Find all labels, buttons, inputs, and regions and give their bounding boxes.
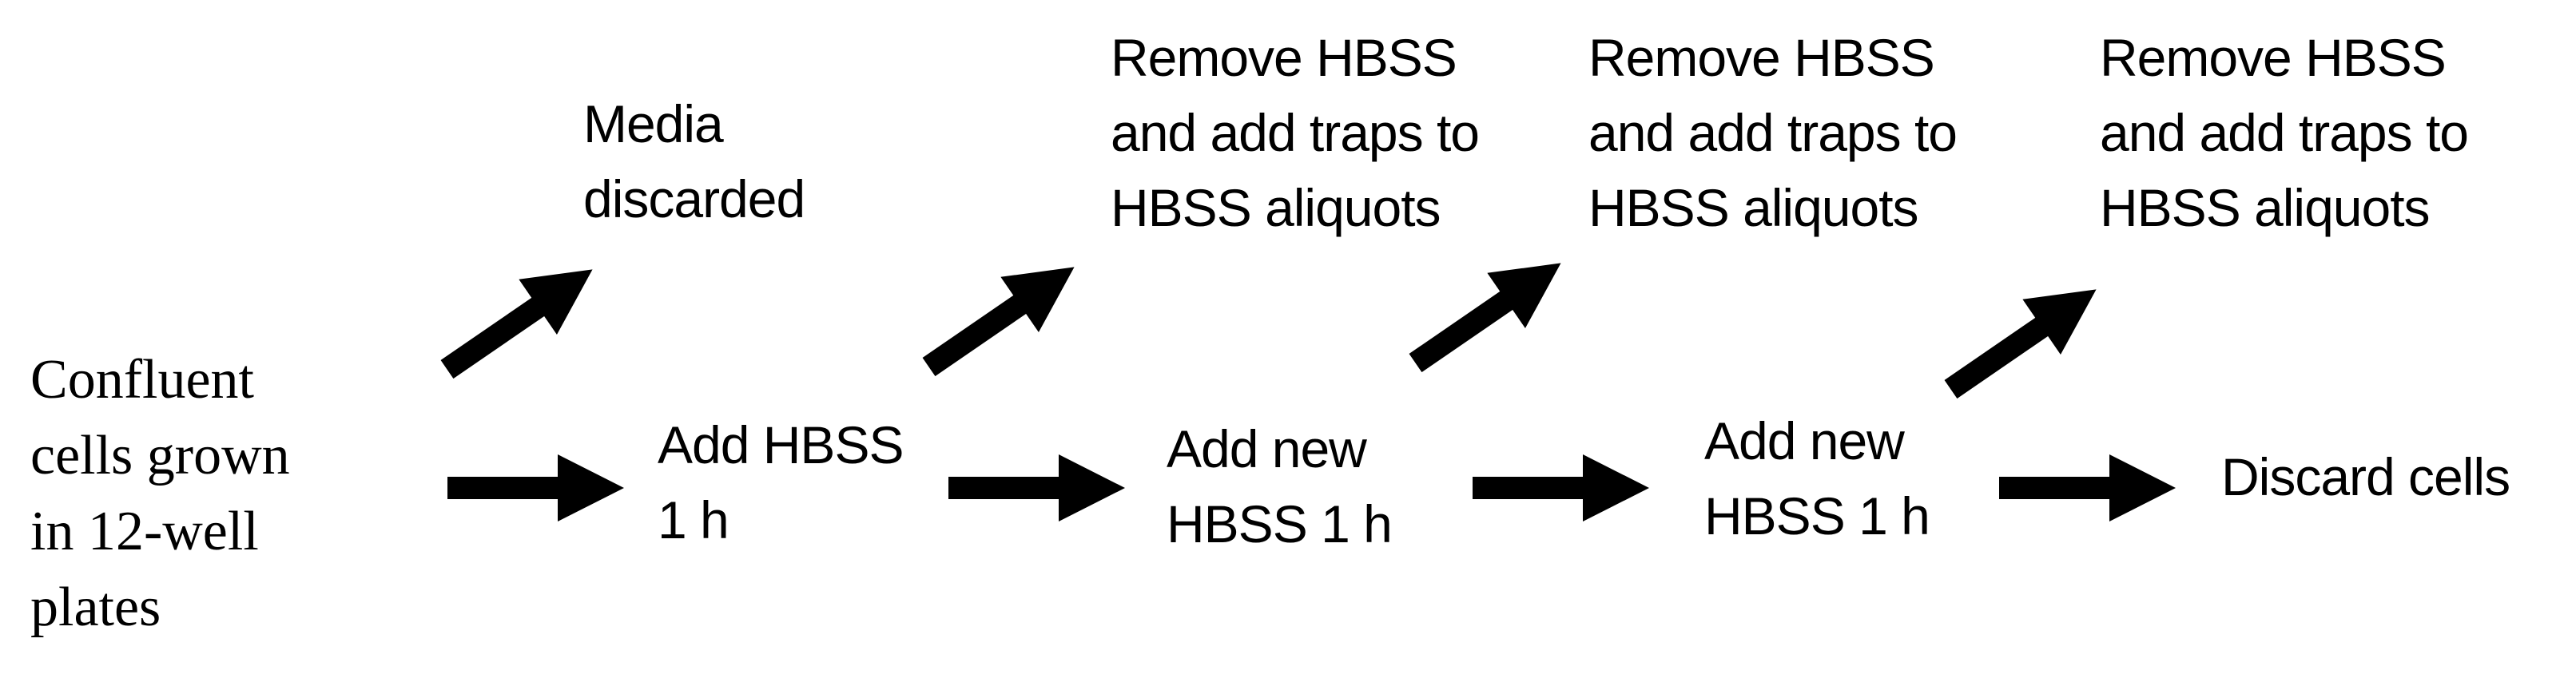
start-label-confluent-cells: Confluent cells grown in 12-well plates	[30, 349, 290, 638]
right-arrow-icon-2	[948, 454, 1125, 521]
top-label-remove-hbss-1: Remove HBSS and add traps to HBSS aliquo…	[1111, 28, 1480, 237]
step-label-add-new-hbss-1: Add new HBSS 1 h	[1167, 419, 1393, 553]
step-label-add-hbss: Add HBSS 1 h	[658, 415, 904, 549]
top-label-media-discarded: Media discarded	[583, 94, 805, 228]
top-label-remove-hbss-2: Remove HBSS and add traps to HBSS aliquo…	[1588, 28, 1958, 237]
up-right-arrow-icon-2	[910, 240, 1094, 395]
up-right-arrow-icon-1	[428, 242, 612, 397]
top-label-remove-hbss-3: Remove HBSS and add traps to HBSS aliquo…	[2100, 28, 2469, 237]
right-arrow-icon-4	[1999, 454, 2176, 521]
right-arrow-icon-1	[447, 454, 624, 521]
step-label-discard-cells: Discard cells	[2221, 447, 2510, 506]
right-arrow-icon-3	[1473, 454, 1649, 521]
step-label-add-new-hbss-2: Add new HBSS 1 h	[1704, 411, 1930, 545]
up-right-arrow-icon-4	[1932, 262, 2116, 417]
up-right-arrow-icon-3	[1397, 236, 1580, 391]
